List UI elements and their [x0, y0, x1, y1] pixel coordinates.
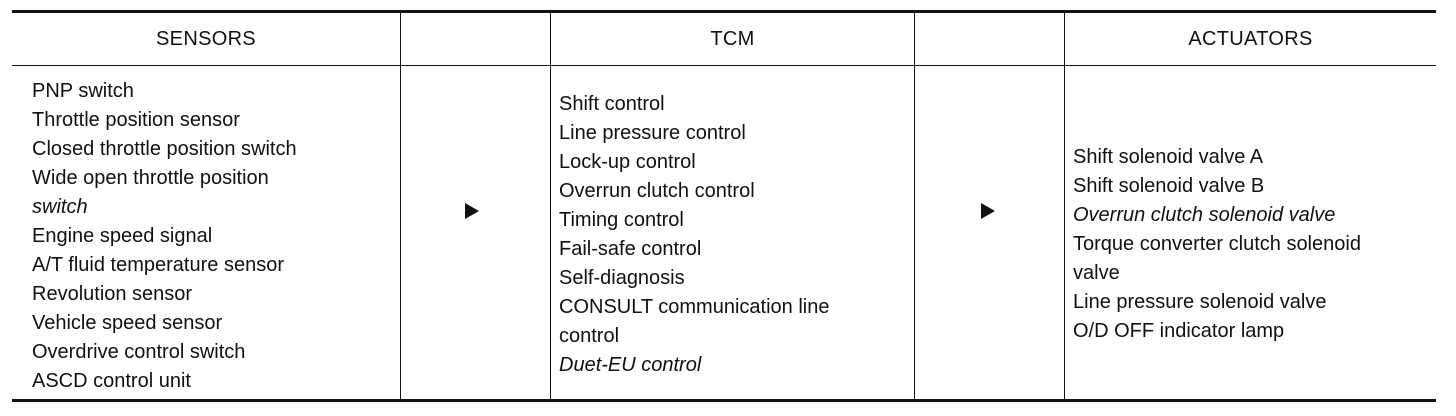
arrow-right-icon — [981, 203, 995, 219]
list-item: control — [559, 325, 620, 347]
actuators-column: ACTUATORS Shift solenoid valve A Shift s… — [1064, 13, 1436, 399]
list-item: switch — [32, 196, 88, 218]
control-system-table: SENSORS PNP switch Throttle position sen… — [12, 10, 1436, 402]
list-item: Revolution sensor — [32, 283, 193, 305]
list-item: Wide open throttle position — [32, 167, 269, 189]
tcm-header: TCM — [551, 13, 914, 66]
tcm-column: TCM Shift control Line pressure control … — [550, 13, 914, 399]
list-item: Fail-safe control — [559, 238, 702, 260]
list-item: Shift solenoid valve B — [1073, 175, 1265, 197]
list-item: ASCD control unit — [32, 370, 191, 392]
list-item: Shift solenoid valve A — [1073, 146, 1264, 168]
list-item: Shift control — [559, 93, 665, 115]
list-item: Self-diagnosis — [559, 267, 685, 289]
sensors-header: SENSORS — [12, 13, 400, 66]
list-item: Line pressure solenoid valve — [1073, 291, 1327, 313]
flow-column-sensors-to-tcm — [400, 13, 550, 399]
list-item: Vehicle speed sensor — [32, 312, 223, 334]
list-item: Throttle position sensor — [32, 109, 240, 131]
tcm-list: Shift control Line pressure control Lock… — [559, 90, 906, 380]
sensors-list: PNP switch Throttle position sensor Clos… — [32, 77, 392, 396]
flow-header-empty — [401, 13, 550, 66]
list-item: Overrun clutch control — [559, 180, 755, 202]
list-item: Torque converter clutch solenoid — [1073, 233, 1361, 255]
list-item: Overdrive control switch — [32, 341, 246, 363]
arrow-right-icon — [465, 203, 479, 219]
list-item: Lock-up control — [559, 151, 696, 173]
flow-column-tcm-to-actuators — [914, 13, 1064, 399]
list-item: A/T fluid temperature sensor — [32, 254, 284, 276]
actuators-header: ACTUATORS — [1065, 13, 1436, 66]
list-item: O/D OFF indicator lamp — [1073, 320, 1285, 342]
list-item: Closed throttle position switch — [32, 138, 297, 160]
list-item: Line pressure control — [559, 122, 746, 144]
list-item: Timing control — [559, 209, 684, 231]
list-item: Duet-EU control — [559, 354, 702, 376]
actuators-list: Shift solenoid valve A Shift solenoid va… — [1073, 143, 1428, 346]
list-item: valve — [1073, 262, 1120, 284]
list-item: CONSULT communication line — [559, 296, 830, 318]
list-item: Overrun clutch solenoid valve — [1073, 204, 1336, 226]
flow-header-empty — [915, 13, 1064, 66]
sensors-column: SENSORS PNP switch Throttle position sen… — [12, 13, 400, 399]
list-item: PNP switch — [32, 80, 134, 102]
list-item: Engine speed signal — [32, 225, 213, 247]
